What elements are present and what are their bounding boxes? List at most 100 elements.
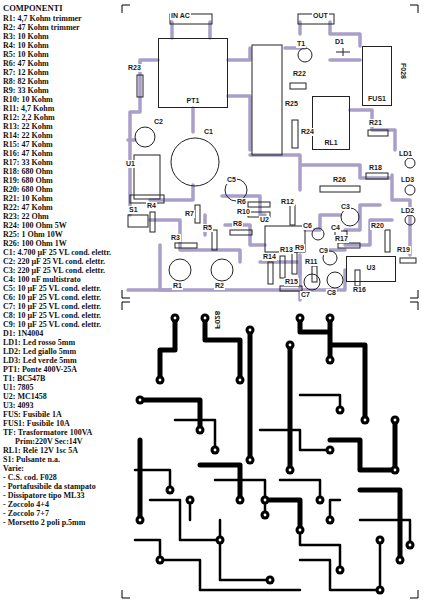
pad-hole xyxy=(339,409,342,412)
solder-pad xyxy=(246,456,255,465)
solder-pad xyxy=(236,376,245,385)
solder-pad xyxy=(211,446,220,455)
solder-pad xyxy=(286,466,295,475)
part-entry: R19: 680 Ohm xyxy=(3,176,117,185)
silkscreen-label: C3 xyxy=(340,203,351,211)
silkscreen-label: LD2 xyxy=(400,207,415,215)
silkscreen-label: R18 xyxy=(368,164,383,172)
component-label: RL1 xyxy=(323,139,338,147)
part-entry: LD1: Led rosso 5mm xyxy=(3,338,117,347)
pad-hole xyxy=(199,429,202,432)
pad-hole xyxy=(399,559,402,562)
silkscreen-label: C1 xyxy=(203,128,214,136)
pad-hole xyxy=(169,489,172,492)
silkscreen-label: R22 xyxy=(292,70,307,78)
part-entry: C3: 220 µF 25 VL cond. elettr. xyxy=(3,266,117,275)
pad-hole xyxy=(299,529,302,532)
silkscreen-label: R17 xyxy=(334,235,349,243)
part-entry: R7: 12 Kohm xyxy=(3,68,117,77)
silkscreen-label: R12 xyxy=(280,198,295,206)
component-outline: U3 xyxy=(346,256,396,282)
pad-hole xyxy=(339,569,342,572)
silkscreen-label: R23 xyxy=(127,64,142,72)
solder-pad xyxy=(261,496,270,505)
silkscreen-label: C7 xyxy=(300,291,311,299)
pad-hole xyxy=(329,359,332,362)
silkscreen-label: R13 xyxy=(279,246,294,254)
solder-pad xyxy=(186,496,195,505)
component-outline: PT1 xyxy=(158,38,228,108)
part-entry: R22: 47 Kohm xyxy=(3,203,117,212)
solder-pad xyxy=(326,446,335,455)
solder-pad xyxy=(326,356,335,365)
component-outline: RL1 xyxy=(312,96,350,150)
part-entry: R1: 4,7 Kohm trimmer xyxy=(3,14,117,23)
part-entry: R15: 47 Kohm xyxy=(3,140,117,149)
part-entry: R3: 10 Kohm xyxy=(3,32,117,41)
solder-pad xyxy=(391,466,400,475)
pad-hole xyxy=(204,317,207,320)
silkscreen-label: R15 xyxy=(284,278,299,286)
part-entry: C2: 220 µF 25 VL cond. elettr. xyxy=(3,257,117,266)
part-entry: C9: 10 µF 25 VL cond. elettr. xyxy=(3,320,117,329)
part-entry: C6: 10 µF 25 VL cond. elettr. xyxy=(3,293,117,302)
silkscreen-label: R4 xyxy=(146,202,157,210)
silkscreen-label: LD3 xyxy=(400,176,415,184)
part-entry: R17: 33 Kohm xyxy=(3,158,117,167)
silkscreen-label: C9 xyxy=(318,247,329,255)
solder-pad xyxy=(326,516,335,525)
parts-list: COMPONENTIR1: 4,7 Kohm trimmerR2: 47 Koh… xyxy=(3,4,117,527)
pad-hole xyxy=(379,589,382,592)
component-label: U3 xyxy=(366,264,377,272)
component-outline: FUS1 xyxy=(362,46,392,106)
pad-hole xyxy=(264,514,267,517)
pad-hole xyxy=(394,469,397,472)
part-entry: R20: 680 Ohm xyxy=(3,185,117,194)
solder-pad xyxy=(391,416,400,425)
part-entry: R16: 47 Kohm xyxy=(3,149,117,158)
part-entry: - Portafusibile da stampato xyxy=(3,482,117,491)
solder-pad xyxy=(136,516,145,525)
pad-hole xyxy=(139,399,142,402)
solder-pad xyxy=(201,314,210,323)
part-entry: R6: 47 Kohm xyxy=(3,59,117,68)
solder-pad xyxy=(236,496,245,505)
silkscreen-label: T1 xyxy=(296,40,306,48)
part-entry: PT1: Ponte 400V-25A xyxy=(3,365,117,374)
pad-hole xyxy=(239,379,242,382)
solder-pad xyxy=(246,326,255,335)
silkscreen-label: C6 xyxy=(302,222,313,230)
silkscreen-label: R8 xyxy=(232,220,243,228)
silkscreen-label: S1 xyxy=(128,206,139,214)
pad-hole xyxy=(394,419,397,422)
pad-hole xyxy=(409,544,412,547)
solder-pad xyxy=(216,536,225,545)
silkscreen-label: R10 xyxy=(236,208,251,216)
silkscreen-label: R7 xyxy=(184,210,195,218)
part-entry: S1: Pulsante n.a. xyxy=(3,455,117,464)
part-entry: C8: 10 µF 25 VL cond. elettr. xyxy=(3,311,117,320)
pad-hole xyxy=(329,317,332,320)
silkscreen-label: IN AC xyxy=(170,12,191,20)
part-entry: FUS1: Fusibile 10A xyxy=(3,419,117,428)
silkscreen-label: C8 xyxy=(326,289,337,297)
part-entry: R9: 33 Kohm xyxy=(3,86,117,95)
silkscreen-label: R25 xyxy=(284,100,299,108)
solder-pad xyxy=(296,526,305,535)
silkscreen-label: R20 xyxy=(370,222,385,230)
pad-hole xyxy=(319,499,322,502)
silkscreen-label: R14 xyxy=(262,253,277,261)
part-entry: R23: 22 Ohm xyxy=(3,212,117,221)
part-entry: R4: 10 Kohm xyxy=(3,41,117,50)
solder-pad xyxy=(326,314,335,323)
board-code: F028 xyxy=(399,62,407,80)
solder-pad xyxy=(156,556,165,565)
silkscreen-label: LD1 xyxy=(398,150,413,158)
silkscreen-label: U1 xyxy=(125,160,136,168)
silkscreen-label: D1 xyxy=(334,38,345,46)
part-entry: R12: 2,2 Kohm xyxy=(3,113,117,122)
part-entry: TF: Trasformatore 100VA Prim:220V Sec:14… xyxy=(3,428,117,446)
component-label: FUS1 xyxy=(367,95,387,103)
silkscreen-label: C2 xyxy=(153,118,164,126)
part-entry: - C.S. cod. F028 xyxy=(3,473,117,482)
